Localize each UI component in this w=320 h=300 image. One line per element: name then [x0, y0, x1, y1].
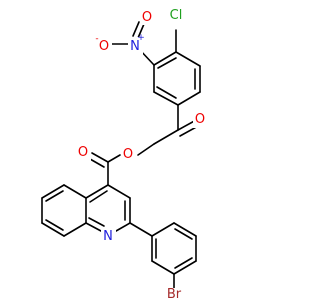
ketone-oxygen-label: O	[195, 112, 205, 127]
bond	[153, 129, 179, 145]
bond	[63, 184, 87, 199]
atom-labels: Cl N + O - O O O O N Br	[76, 5, 208, 300]
ester-carbonyl-oxygen-label: O	[78, 145, 88, 160]
bond	[41, 184, 65, 199]
bond	[89, 190, 108, 203]
bond	[153, 51, 177, 66]
bond	[107, 154, 121, 163]
ring-nitrogen-label: N	[103, 229, 113, 244]
bond	[85, 184, 109, 199]
bond	[45, 190, 64, 202]
bond	[174, 257, 193, 269]
nitro-oxygen-label: O	[99, 39, 109, 54]
ester-oxygen-label: O	[123, 147, 133, 162]
bond	[173, 222, 197, 237]
bonds	[41, 21, 201, 291]
bond	[156, 86, 177, 99]
bond	[85, 222, 102, 232]
bond	[129, 222, 153, 237]
bond	[63, 222, 87, 237]
nitro-oxygen-double-label: O	[142, 10, 152, 25]
bond	[115, 222, 131, 232]
bond	[157, 57, 177, 69]
bond	[173, 260, 197, 275]
molecule-structure: Cl N + O - O O O O N Br	[41, 5, 208, 300]
bond	[153, 91, 179, 106]
nitro-plus-charge: +	[137, 33, 145, 43]
bond	[41, 222, 65, 237]
nitro-minus-charge: -	[95, 34, 98, 44]
bond	[91, 152, 109, 163]
bond	[89, 158, 105, 168]
bond	[175, 51, 201, 67]
bromine-label: Br	[167, 287, 182, 300]
bond	[45, 219, 64, 231]
nitro-nitrogen-label: N	[130, 39, 140, 54]
bond	[174, 228, 193, 240]
chlorine-label: Cl	[170, 8, 183, 23]
bond	[137, 23, 145, 39]
bond	[151, 260, 175, 275]
bond	[137, 143, 155, 156]
bond	[88, 217, 105, 227]
bond	[107, 184, 131, 199]
bond	[151, 222, 175, 237]
bond	[132, 21, 140, 37]
bond	[177, 91, 201, 106]
